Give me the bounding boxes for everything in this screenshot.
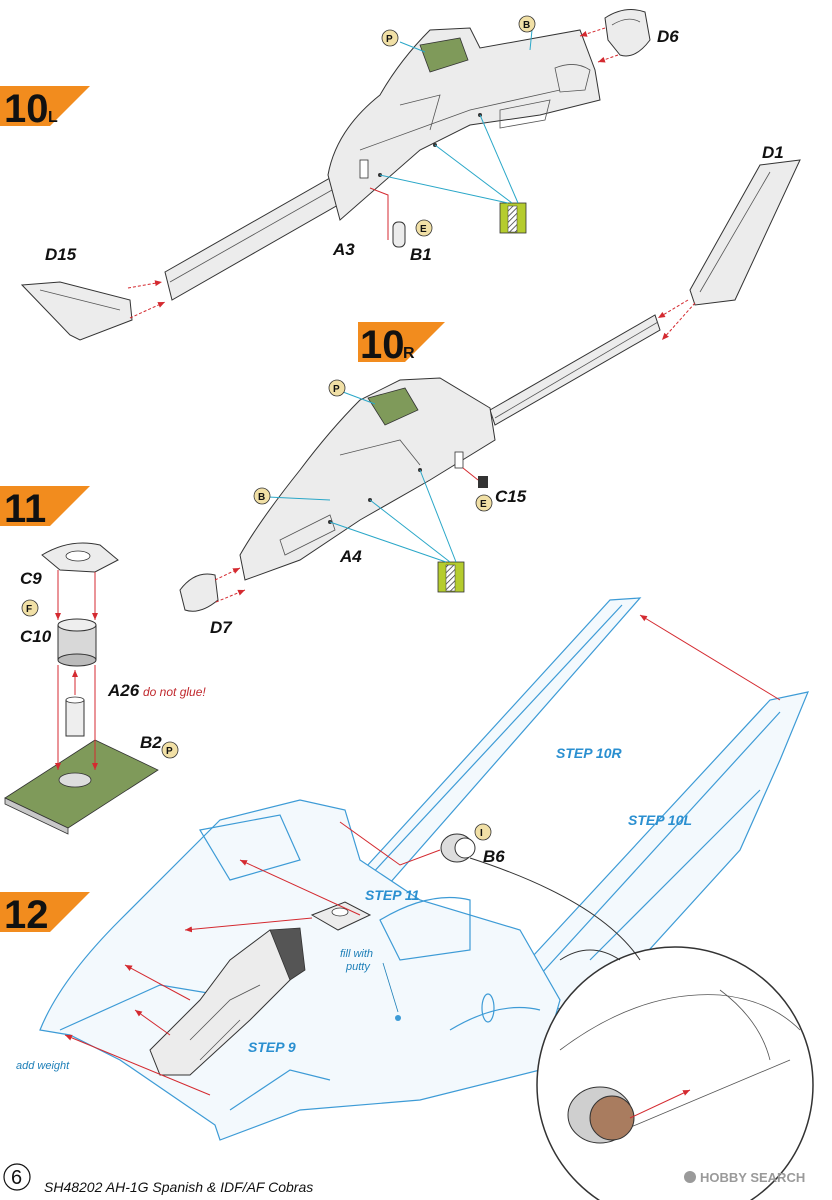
note-putty: putty xyxy=(345,961,371,973)
step-ref-10r: STEP 10R xyxy=(556,745,623,761)
note-add-weight: add weight xyxy=(16,1060,70,1072)
label-d7: D7 xyxy=(210,618,233,637)
watermark: HOBBY SEARCH xyxy=(684,1170,805,1185)
paint-badge-e-10r: E xyxy=(475,494,493,512)
label-c9: C9 xyxy=(20,569,42,588)
label-a26: A26 xyxy=(107,681,140,700)
part-d7-nose xyxy=(179,573,219,612)
fuselage-left-half xyxy=(164,27,601,301)
svg-text:P: P xyxy=(166,746,173,757)
paint-badge-p-10r: P xyxy=(328,379,346,397)
svg-text:B: B xyxy=(523,20,530,31)
paint-badge-f: F xyxy=(21,599,39,617)
svg-text:P: P xyxy=(333,384,340,395)
note-do-not-glue: do not glue! xyxy=(143,685,206,699)
paint-badge-p-10l: P xyxy=(381,29,399,47)
fuselage-right-half xyxy=(239,314,661,581)
step-10r-sub: R xyxy=(403,345,415,362)
part-c15 xyxy=(478,476,488,488)
glue-marker-10r xyxy=(437,561,465,593)
label-a4: A4 xyxy=(339,547,362,566)
step-10l-badge: 10 L xyxy=(0,86,90,131)
label-c15: C15 xyxy=(495,487,527,506)
part-c9 xyxy=(41,542,119,573)
paint-badge-b-10l: B xyxy=(518,15,536,33)
part-c10 xyxy=(57,618,97,667)
callouts-10l xyxy=(127,27,619,319)
step-11-number: 11 xyxy=(4,487,46,531)
label-b2: B2 xyxy=(140,733,162,752)
paint-badge-b-10r: B xyxy=(253,487,271,505)
page-number-badge: 6 xyxy=(3,1163,31,1191)
part-a26 xyxy=(65,696,85,737)
label-d15: D15 xyxy=(45,245,77,264)
paint-badge-e-10l: E xyxy=(415,219,433,237)
part-d1-tail-fin xyxy=(689,159,801,306)
glue-marker-10l xyxy=(499,202,527,234)
part-b6 xyxy=(440,833,476,863)
part-d6-nose xyxy=(604,9,651,57)
callouts-11 xyxy=(55,570,98,770)
step-11-badge: 11 xyxy=(0,486,90,531)
step-ref-9: STEP 9 xyxy=(248,1039,296,1055)
step-ref-10l: STEP 10L xyxy=(628,812,692,828)
step-10r-number: 10 xyxy=(360,323,405,367)
step11-insert xyxy=(310,901,372,931)
callouts-12 xyxy=(64,614,781,1096)
part-b1 xyxy=(392,221,406,248)
step-12-badge: 12 xyxy=(0,892,90,937)
paint-badge-i: I xyxy=(474,823,492,841)
callouts-10r xyxy=(214,299,696,603)
label-d1: D1 xyxy=(762,143,784,162)
step-10r-badge: 10 R xyxy=(358,322,445,367)
note-fill-with: fill with xyxy=(340,948,373,960)
part-b2-plate xyxy=(4,739,159,835)
label-b6: B6 xyxy=(483,847,505,866)
detail-magnifier xyxy=(469,857,814,1200)
svg-text:I: I xyxy=(480,828,483,839)
label-d6: D6 xyxy=(657,27,679,46)
label-a3: A3 xyxy=(332,240,355,259)
label-b1: B1 xyxy=(410,245,432,264)
svg-text:E: E xyxy=(480,499,487,510)
svg-text:B: B xyxy=(258,492,265,503)
step-10l-number: 10 xyxy=(4,87,49,131)
label-c10: C10 xyxy=(20,627,52,646)
paint-badge-p-11: P xyxy=(161,741,179,759)
step-ref-11: STEP 11 xyxy=(365,887,420,903)
watermark-text: HOBBY SEARCH xyxy=(700,1170,805,1185)
seat-assembly xyxy=(149,927,306,1076)
svg-text:E: E xyxy=(420,224,427,235)
svg-text:P: P xyxy=(386,34,393,45)
footer-title: SH48202 AH-1G Spanish & IDF/AF Cobras xyxy=(44,1179,313,1195)
step-10l-sub: L xyxy=(48,109,58,126)
page-number: 6 xyxy=(11,1167,22,1189)
part-d15-tail-fin xyxy=(20,281,133,341)
svg-text:F: F xyxy=(26,604,32,615)
step-12-number: 12 xyxy=(4,893,49,937)
